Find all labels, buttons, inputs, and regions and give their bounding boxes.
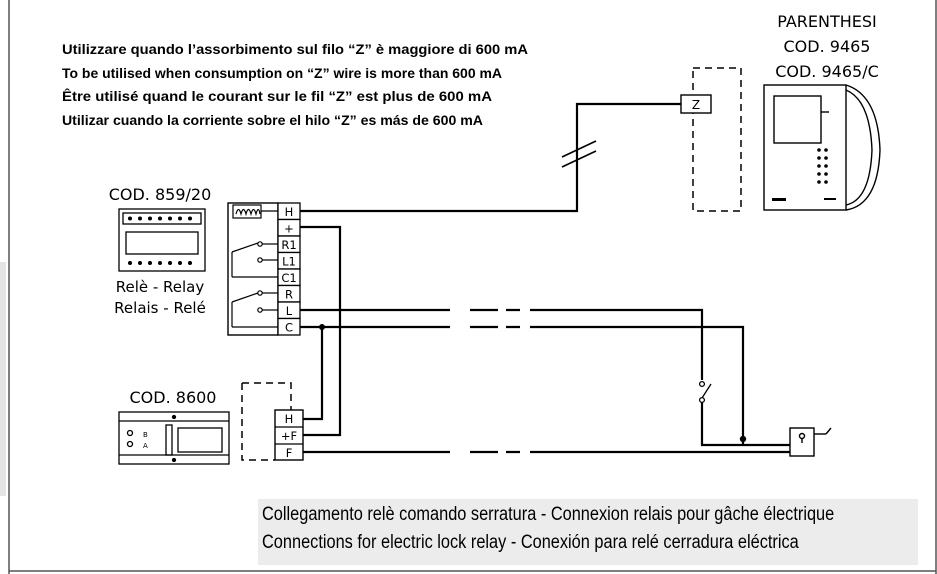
wire-plus	[300, 225, 342, 437]
monitor-terminal-box	[692, 67, 742, 212]
relay-code: COD. 859/20	[109, 185, 212, 204]
push-button-icon	[698, 380, 712, 404]
note-line-es: Utilizar cuando la corriente sobre el hi…	[62, 113, 483, 128]
terminal-z-label: Z	[692, 98, 700, 112]
junction-dot	[319, 324, 325, 330]
relay-terminal-label: +	[284, 222, 294, 236]
relay-terminal-column: H + R1 L1 C1 R L C	[277, 202, 301, 336]
relay-contact-icon	[231, 290, 278, 328]
monitor-title: PARENTHESI	[777, 12, 877, 31]
monitor-code-2: COD. 9465/C	[775, 62, 879, 81]
wire-gap-markers	[452, 307, 468, 455]
wire-c-to-h	[300, 325, 324, 421]
wire-h-to-z	[300, 102, 681, 213]
power-supply-label-a: A	[143, 442, 148, 450]
power-supply-dashed-outline	[241, 383, 275, 461]
relay-terminal-label: L1	[282, 255, 296, 269]
relay-terminal-label: H	[285, 205, 294, 219]
wire-l-to-button	[530, 308, 704, 380]
power-supply-terminal-label: +F	[281, 429, 297, 443]
wires	[300, 102, 790, 454]
left-margin-shade	[0, 262, 6, 496]
wire-c-to-lock	[530, 325, 745, 445]
relay-terminal-block	[227, 202, 279, 336]
relay-module-icon	[118, 208, 206, 272]
relay-terminal-label: L	[286, 304, 293, 318]
monitor-device	[763, 84, 881, 211]
power-supply-label-b: B	[143, 431, 148, 439]
relay-terminal-label: R	[285, 288, 293, 302]
coil-icon	[232, 204, 278, 219]
note-line-it: Utilizzare quando l’assorbimento sul fil…	[62, 42, 528, 57]
caption-line-1: Collegamento relè comando serratura - Co…	[262, 504, 835, 525]
power-supply-terminal-label: H	[285, 412, 294, 426]
usage-notes: Utilizzare quando l’assorbimento sul fil…	[62, 42, 528, 128]
power-supply-module-icon	[118, 411, 230, 465]
page-frame	[8, 0, 937, 574]
relay-name-line-2: Relais - Relé	[114, 299, 206, 317]
monitor-code-1: COD. 9465	[784, 37, 871, 56]
relay-contact-icon	[231, 241, 278, 278]
wire-break-icon	[561, 140, 597, 168]
relay-terminal-label: C	[285, 321, 293, 335]
power-supply-code: COD. 8600	[130, 388, 217, 407]
power-supply-dashed-outline	[242, 382, 292, 410]
note-line-en: To be utilised when consumption on “Z” w…	[62, 66, 502, 81]
power-supply-terminal-label: F	[286, 446, 293, 460]
electric-lock-icon	[778, 427, 832, 457]
caption-line-2: Connections for electric lock relay - Co…	[262, 532, 799, 553]
caption-panel	[258, 499, 918, 565]
relay-terminal-label: R1	[281, 238, 296, 252]
junction-dot	[739, 435, 747, 443]
wire-button-to-lock	[700, 402, 790, 447]
relay-name-line-1: Relè - Relay	[116, 278, 205, 296]
note-line-fr: Être utilisé quand le courant sur le fil…	[62, 89, 492, 104]
relay-terminal-label: C1	[281, 271, 296, 285]
